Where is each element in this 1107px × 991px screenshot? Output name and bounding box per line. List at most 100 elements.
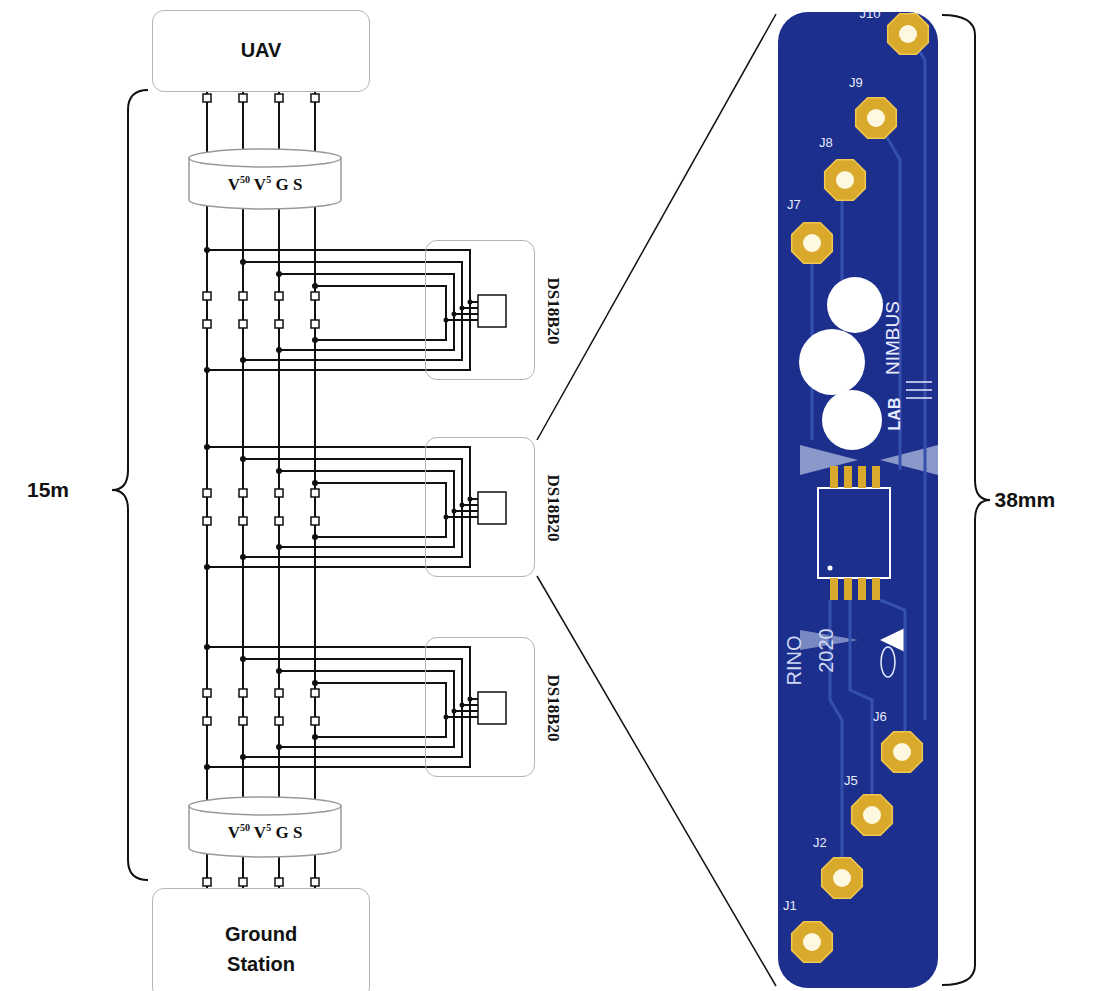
pin-square <box>203 94 211 102</box>
pcb-mark <box>881 647 895 677</box>
pin-square <box>311 94 319 102</box>
pcb-pad <box>792 922 833 963</box>
junction-dot <box>204 644 210 650</box>
pin-square <box>203 878 211 886</box>
sensor-wire <box>315 683 478 737</box>
junction-dot <box>452 312 457 317</box>
junction-dot <box>444 318 449 323</box>
node-label: UAV <box>241 35 282 65</box>
pin-square <box>239 292 247 300</box>
pad-hole <box>803 234 821 252</box>
logo-cloud <box>827 277 883 333</box>
junction-dot <box>460 503 465 508</box>
pcb-pad <box>825 160 866 201</box>
connector-top <box>189 797 341 815</box>
junction-dot <box>276 544 282 550</box>
sensor-wire <box>279 274 478 350</box>
chip-pin <box>872 466 880 488</box>
pin-square <box>203 292 211 300</box>
pin-square <box>203 489 211 497</box>
length-bracket <box>112 90 148 880</box>
logo-cloud <box>799 329 865 395</box>
junction-dot <box>460 703 465 708</box>
junction-dot <box>452 509 457 514</box>
sensor-wire <box>315 286 478 340</box>
pin-square <box>311 517 319 525</box>
sensor-wire <box>279 471 478 547</box>
pin-square <box>203 320 211 328</box>
junction-dot <box>204 444 210 450</box>
pcb-pad <box>882 732 923 773</box>
junction-dot <box>240 656 246 662</box>
junction-dot <box>312 734 318 740</box>
pcb-pad <box>792 223 833 264</box>
junction-dot <box>276 744 282 750</box>
pin-square <box>275 878 283 886</box>
junction-dot <box>452 709 457 714</box>
pin-square <box>275 717 283 725</box>
pin-square <box>239 689 247 697</box>
zoom-line <box>537 576 776 986</box>
pad-name: J6 <box>873 709 887 724</box>
sensor-chip <box>478 692 506 724</box>
sensor-wire <box>279 671 478 747</box>
pin-square <box>275 489 283 497</box>
pcb-pad <box>852 795 893 836</box>
pcb-board <box>778 12 938 988</box>
width-bracket <box>942 15 990 985</box>
node-label: Ground Station <box>206 919 316 979</box>
width-dimension: 38mm <box>995 488 1056 512</box>
pin-square <box>311 489 319 497</box>
junction-dot <box>312 337 318 343</box>
pad-hole <box>836 171 854 189</box>
board-year: 2020 <box>814 628 837 673</box>
logo-cloud <box>822 390 882 450</box>
pad-hole <box>833 869 851 887</box>
pad-name: J10 <box>860 6 881 21</box>
pcb-pad <box>822 858 863 899</box>
chip-pin <box>844 578 852 600</box>
connector-cylinder: V50 V5 G S <box>188 148 342 210</box>
pin-square <box>275 292 283 300</box>
pin-square <box>239 489 247 497</box>
junction-dot <box>444 715 449 720</box>
pin-square <box>311 878 319 886</box>
junction-dot <box>468 497 473 502</box>
pin-square <box>275 517 283 525</box>
pin-square <box>203 689 211 697</box>
junction-dot <box>204 367 210 373</box>
chip-pin <box>872 578 880 600</box>
junction-dot <box>468 300 473 305</box>
junction-dot <box>276 668 282 674</box>
logo-text: NIMBUS <box>882 301 904 375</box>
board-name: RINO <box>783 635 806 685</box>
junction-dot <box>240 754 246 760</box>
sensor-box: DS18B20 <box>425 240 535 380</box>
pin-square <box>239 320 247 328</box>
pin-square <box>311 717 319 725</box>
sensor-box: DS18B20 <box>425 637 535 777</box>
pcb-chip <box>818 488 890 578</box>
pin-square <box>275 689 283 697</box>
sensor-name: DS18B20 <box>542 277 562 344</box>
pin-square <box>239 878 247 886</box>
junction-dot <box>276 347 282 353</box>
chip-pin <box>858 466 866 488</box>
pad-hole <box>899 25 917 43</box>
pcb-pad <box>888 14 929 55</box>
junction-dot <box>444 515 449 520</box>
sensor-wire <box>207 250 478 370</box>
junction-dot <box>204 564 210 570</box>
pad-hole <box>867 109 885 127</box>
pad-hole <box>803 933 821 951</box>
pin-square <box>203 517 211 525</box>
pin-square <box>239 717 247 725</box>
sensor-box: DS18B20 <box>425 437 535 577</box>
pcb-mark <box>880 628 905 652</box>
junction-dot <box>312 680 318 686</box>
junction-dot <box>240 554 246 560</box>
connector-pins: V50 V5 G S <box>228 822 303 843</box>
logo-text: LAB <box>886 398 904 431</box>
chip-pin <box>830 578 838 600</box>
junction-dot <box>240 456 246 462</box>
